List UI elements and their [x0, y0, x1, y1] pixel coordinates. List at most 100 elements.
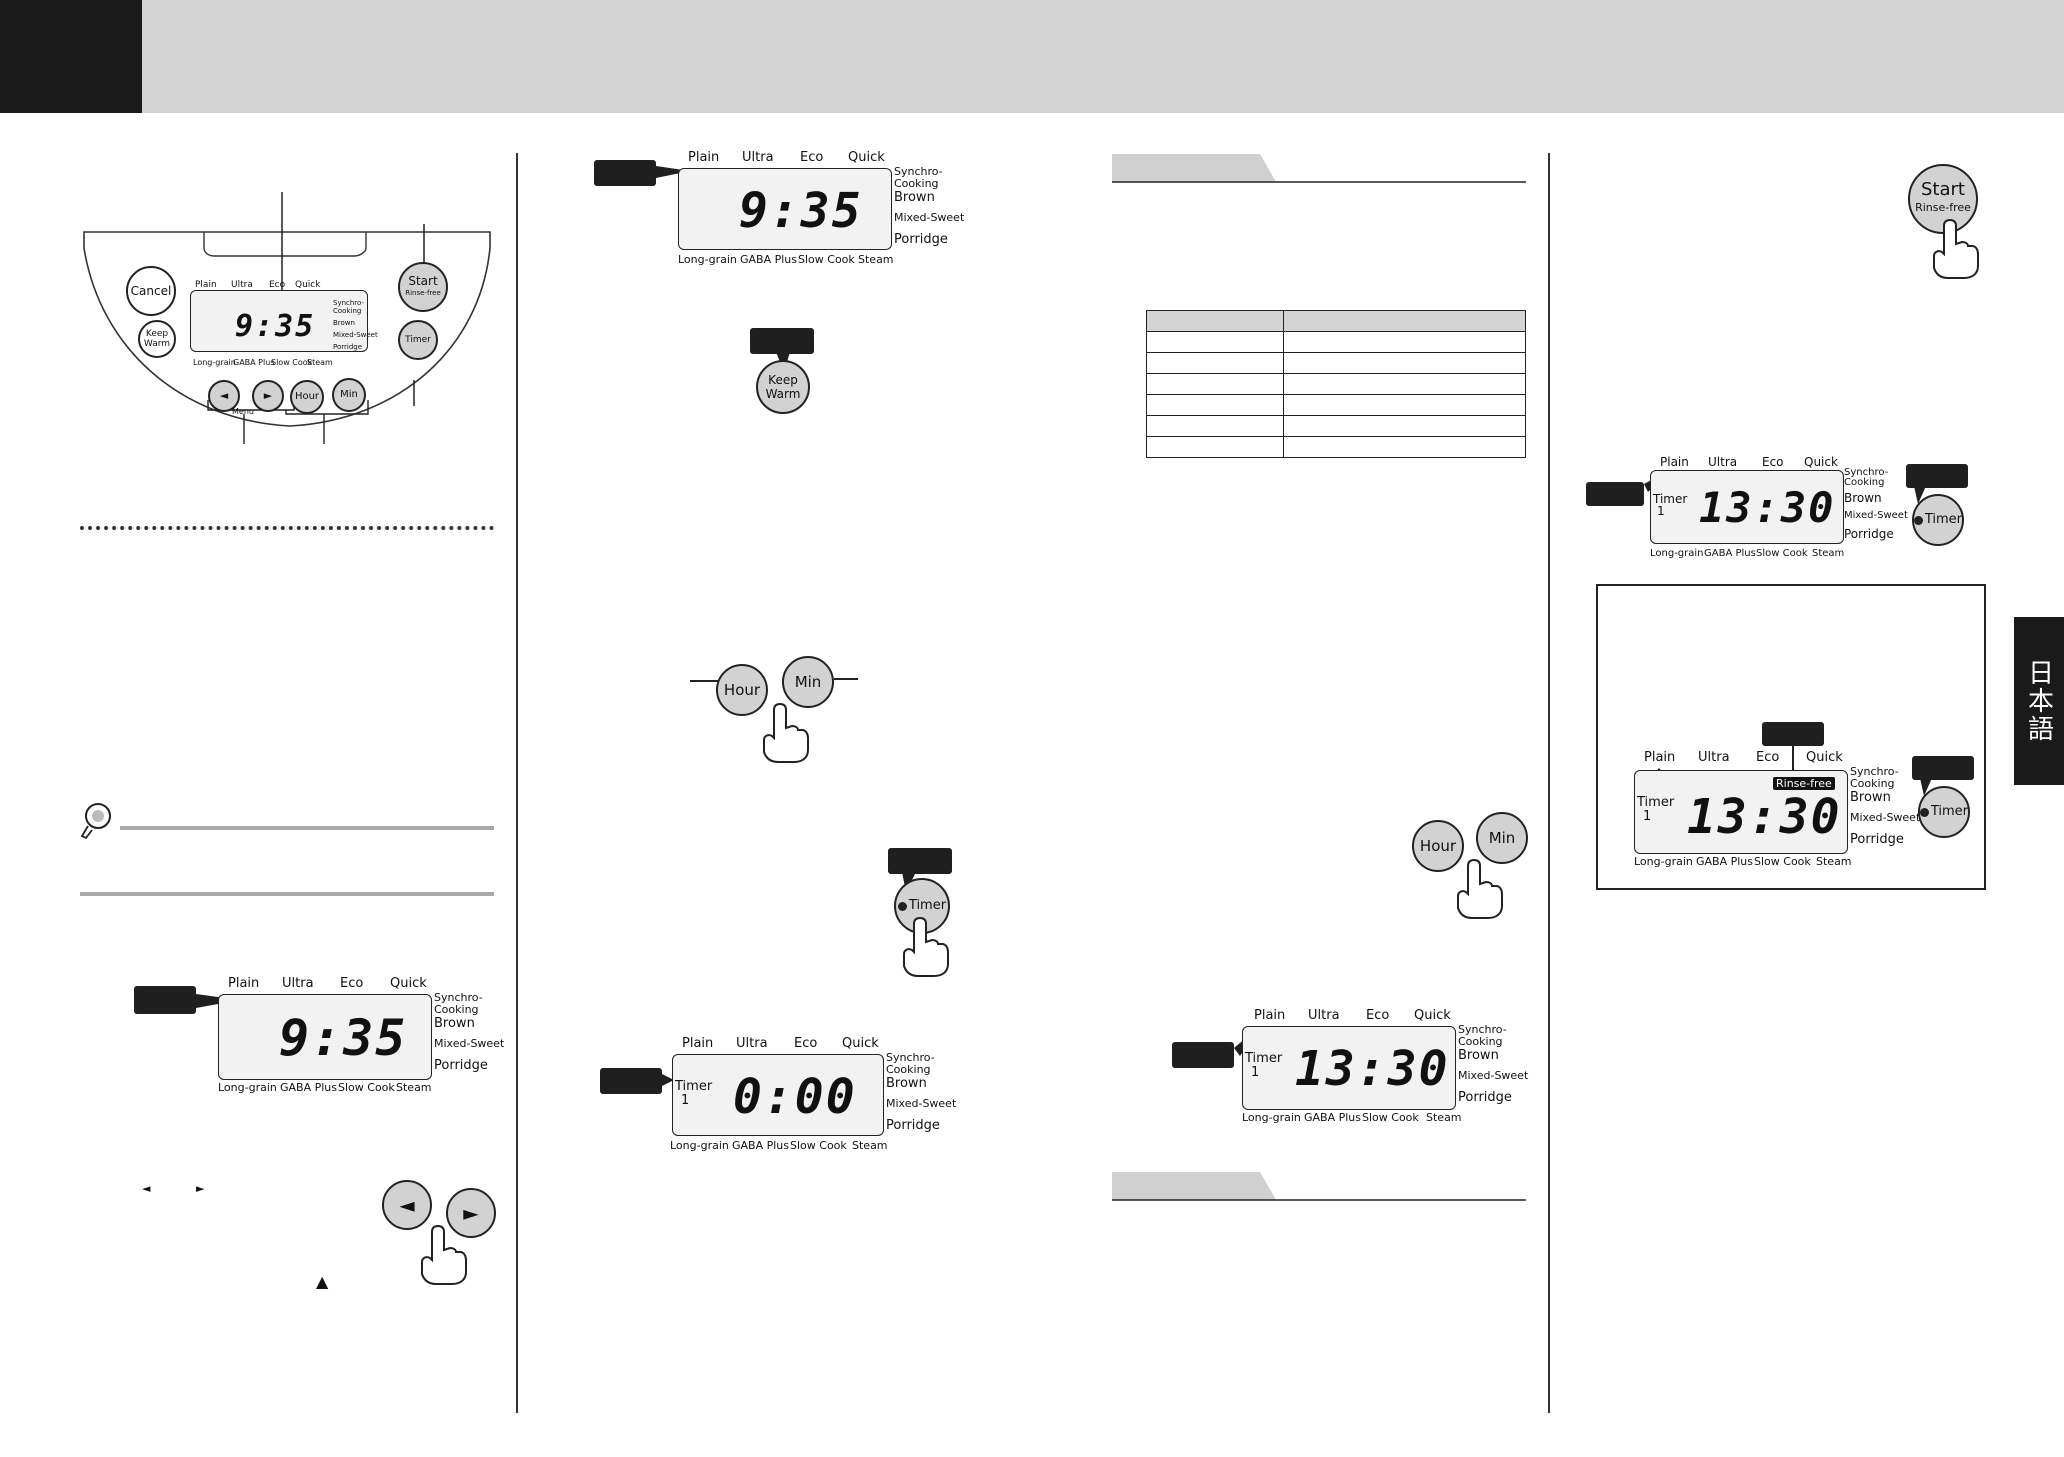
table-cell [1146, 436, 1284, 458]
lcd-label-brown: Brown [1458, 1048, 1499, 1063]
panel-label-long-grain: Long-grain [193, 358, 236, 367]
lcd-label-eco: Eco [1756, 750, 1780, 765]
timer-button[interactable]: Timer [1918, 786, 1970, 838]
lcd-display-6: Rinse-free Timer 1 13:30 [1634, 770, 1848, 854]
lcd-timer-number: 1 [1251, 1065, 1260, 1080]
lcd-display-3: Timer 1 0:00 [672, 1054, 884, 1136]
keep-warm-large-label-2: Warm [765, 387, 801, 401]
section-tab-1 [1112, 154, 1526, 183]
lcd-zero-time: 0:00 [733, 1069, 857, 1125]
lcd-label-plain: Plain [682, 1036, 714, 1051]
lcd-label-slow-cook: Slow Cook [1756, 548, 1808, 559]
panel-min-button[interactable]: Min [332, 378, 366, 412]
callout-tag [1586, 482, 1644, 506]
lcd-label-gaba: GABA Plus [280, 1081, 338, 1094]
start-label: Start [1921, 179, 1965, 200]
lcd-label-gaba: GABA Plus [732, 1139, 790, 1152]
lcd-label-plain: Plain [688, 150, 720, 165]
panel-right-button[interactable]: ► [252, 380, 284, 412]
lcd-label-quick: Quick [848, 150, 885, 165]
lcd-label-steam: Steam [1816, 855, 1852, 868]
lcd-label-quick: Quick [390, 976, 427, 991]
menu-left-button[interactable]: ◄ [382, 1180, 432, 1230]
panel-start-button[interactable]: Start Rinse-free [398, 262, 448, 312]
lcd-label-ultra: Ultra [736, 1036, 768, 1051]
lcd-label-long-grain: Long-grain [670, 1139, 729, 1152]
lcd-label-mixed-sweet: Mixed-Sweet [434, 1037, 505, 1050]
hand-pointer-icon [903, 916, 949, 977]
callout-tag [134, 986, 196, 1014]
lcd-label-mixed-sweet: Mixed-Sweet [1844, 510, 1908, 521]
lcd-label-quick: Quick [1804, 455, 1838, 469]
lcd-label-long-grain: Long-grain [1242, 1111, 1301, 1124]
lcd-label-brown: Brown [894, 190, 935, 205]
timer-button-label: Timer [1930, 804, 1968, 819]
keep-warm-button[interactable]: Keep Warm [138, 320, 176, 358]
lcd-label-ultra: Ultra [282, 976, 314, 991]
table-cell [1146, 331, 1284, 353]
lcd-label-eco: Eco [340, 976, 364, 991]
lcd-display-4: Timer 1 13:30 [1242, 1026, 1456, 1110]
lcd-label-ultra: Ultra [1698, 750, 1730, 765]
lcd-label-mixed-sweet: Mixed-Sweet [894, 211, 965, 224]
lcd-label-steam: Steam [1426, 1111, 1462, 1124]
callout-tag [750, 328, 814, 354]
timer-button[interactable]: Timer [1912, 494, 1964, 546]
lcd-label-brown: Brown [1844, 491, 1882, 505]
lcd-label-brown: Brown [1850, 790, 1891, 805]
lcd-label-synchro: Synchro-Cooking [434, 991, 483, 1016]
hour-button[interactable]: Hour [716, 664, 768, 716]
table-cell [1146, 352, 1284, 374]
timer-led-icon [1914, 515, 1923, 525]
callout-tag [600, 1068, 662, 1094]
language-tab-japanese: 日本語 [2014, 617, 2064, 785]
table-row [1146, 352, 1526, 374]
table-row [1146, 373, 1526, 395]
lcd-label-quick: Quick [1806, 750, 1843, 765]
example-box [1596, 584, 1986, 890]
min-button[interactable]: Min [782, 656, 834, 708]
panel-menu-label: Menu [232, 407, 254, 416]
lcd-label-plain: Plain [1254, 1008, 1286, 1023]
left-arrow-glyph: ◄ [142, 1182, 151, 1195]
timer-button-label: Timer [1924, 512, 1962, 527]
panel-left-button[interactable]: ◄ [208, 380, 240, 412]
lcd-label-plain: Plain [1644, 750, 1676, 765]
lcd-label-synchro: Synchro-Cooking [1458, 1023, 1507, 1048]
column-divider-3 [1548, 153, 1550, 1413]
table-cell [1283, 415, 1526, 437]
lcd-label-brown: Brown [886, 1076, 927, 1091]
lcd-label-slow-cook: Slow Cook [338, 1081, 395, 1094]
lcd-label-mixed-sweet: Mixed-Sweet [1850, 811, 1921, 824]
lcd-label-porridge: Porridge [1844, 527, 1894, 541]
lcd-label-gaba: GABA Plus [1704, 548, 1756, 559]
lcd-label-brown: Brown [434, 1016, 475, 1031]
info-table [1146, 310, 1526, 458]
table-cell [1283, 394, 1526, 416]
lcd-label-eco: Eco [1366, 1008, 1390, 1023]
panel-hour-button[interactable]: Hour [290, 380, 324, 414]
lcd-clock-2: 9:35 [739, 183, 863, 239]
lcd-timer-label: Timer [1245, 1051, 1283, 1066]
callout-tag [1912, 756, 1974, 780]
min-callout-line [834, 678, 858, 680]
panel-label-synchro: Synchro-Cooking [333, 299, 364, 315]
min-button[interactable]: Min [1476, 812, 1528, 864]
cancel-button[interactable]: Cancel [126, 266, 176, 316]
panel-timer-button[interactable]: Timer [398, 320, 438, 360]
lcd-timer-time: 13:30 [1699, 483, 1836, 532]
lcd-label-slow-cook: Slow Cook [790, 1139, 847, 1152]
header-black-block [0, 0, 142, 113]
keep-warm-button-large[interactable]: Keep Warm [756, 360, 810, 414]
lcd-label-mixed-sweet: Mixed-Sweet [1458, 1069, 1529, 1082]
lcd-label-plain: Plain [1660, 455, 1689, 469]
table-row [1146, 394, 1526, 416]
lcd-timer-time: 13:30 [1687, 789, 1842, 845]
panel-label-slow-cook: Slow Cook [271, 358, 313, 367]
dotted-separator [80, 526, 494, 530]
lcd-label-plain: Plain [228, 976, 260, 991]
menu-right-button[interactable]: ► [446, 1188, 496, 1238]
hour-button[interactable]: Hour [1412, 820, 1464, 872]
lcd-timer-number: 1 [1657, 504, 1665, 518]
lcd-label-synchro: Synchro-Cooking [1844, 467, 1889, 488]
